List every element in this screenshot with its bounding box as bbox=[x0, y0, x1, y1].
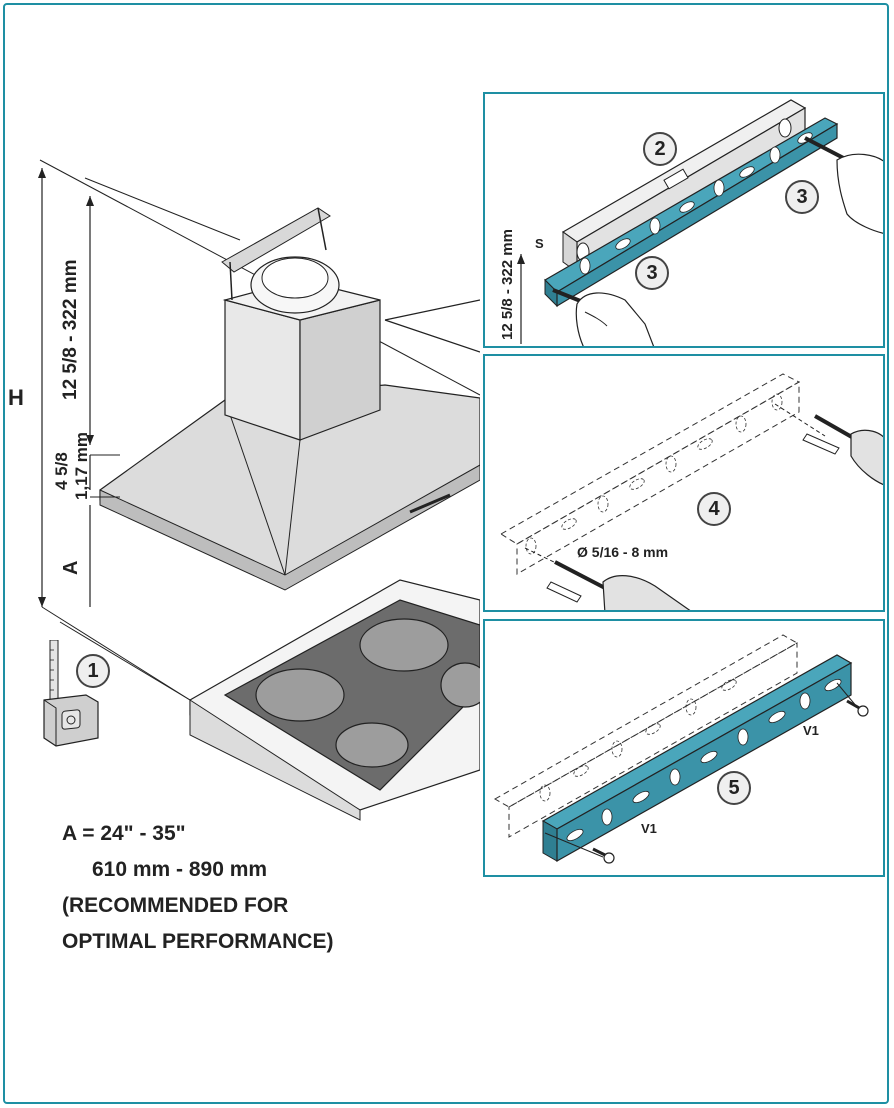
panel-fix-bracket: 5 V1 V1 bbox=[483, 619, 885, 877]
dim-hood-label-line1: 4 5/8 bbox=[52, 452, 71, 490]
screw-label-right: V1 bbox=[803, 723, 819, 738]
wall-plug-icon bbox=[546, 581, 582, 603]
dim-total-label: H bbox=[8, 385, 24, 410]
step-5-badge: 5 bbox=[717, 771, 751, 805]
page-frame bbox=[3, 3, 889, 1104]
panel-height-label: 12 5/8 - 322 mm bbox=[499, 229, 516, 340]
main-diagram: H 12 5/8 - 322 mm 4 5/8 1,17 mm A 1 bbox=[0, 0, 480, 830]
pencil-icon bbox=[552, 288, 655, 346]
screw-bracket-illustration bbox=[493, 634, 869, 864]
level-bracket-illustration bbox=[517, 99, 883, 346]
step-4-badge: 4 bbox=[697, 492, 731, 526]
note-line-4: OPTIMAL PERFORMANCE) bbox=[62, 930, 334, 953]
step-1-badge: 1 bbox=[76, 654, 110, 688]
dim-chimney-label: 12 5/8 - 322 mm bbox=[60, 259, 81, 400]
note-line-2: 610 mm - 890 mm bbox=[92, 858, 268, 881]
panel-drill-holes: 4 Ø 5/16 - 8 mm bbox=[483, 354, 885, 612]
step-2-badge: 2 bbox=[643, 132, 677, 166]
dim-hood-label-line2: 1,17 mm bbox=[72, 431, 91, 500]
tape-measure-icon bbox=[43, 640, 99, 747]
note-line-3: (RECOMMENDED FOR bbox=[62, 894, 289, 917]
step-3-badge-right: 3 bbox=[785, 180, 819, 214]
bracket-label: S bbox=[535, 236, 544, 251]
drill-icon bbox=[524, 547, 691, 610]
hole-size-label: Ø 5/16 - 8 mm bbox=[577, 544, 669, 560]
note-line-1: A = 24" - 35" bbox=[62, 822, 186, 845]
step-3-badge-left: 3 bbox=[635, 256, 669, 290]
screw-label-left: V1 bbox=[641, 821, 657, 836]
drill-illustration bbox=[500, 373, 883, 610]
screw-icon bbox=[544, 832, 615, 864]
panel-level-and-mark: 2 3 3 S 12 5/8 - 322 mm bbox=[483, 92, 885, 348]
dim-clearance-label: A bbox=[60, 560, 82, 575]
hood-illustration bbox=[38, 159, 480, 821]
